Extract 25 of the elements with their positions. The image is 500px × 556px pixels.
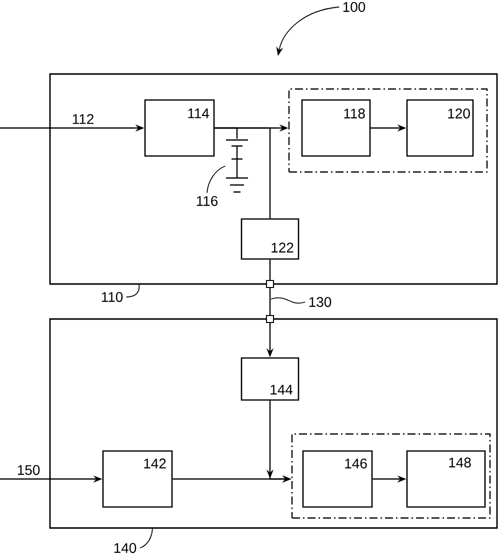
block: 142 <box>102 450 173 508</box>
line <box>214 127 271 218</box>
block: 148 <box>406 450 486 508</box>
leader-line <box>139 528 153 548</box>
battery-symbol <box>225 139 249 193</box>
edge-label: 150 <box>18 465 40 475</box>
enclosure-box <box>49 73 498 285</box>
reference-numeral: 100 <box>343 2 366 12</box>
reference-numeral: 110 <box>102 292 123 302</box>
reference-numeral: 130 <box>309 297 332 307</box>
reference-numeral: 140 <box>114 543 136 553</box>
block: 118 <box>301 99 371 157</box>
block: 120 <box>406 99 474 157</box>
block: 144 <box>240 357 300 401</box>
block: 114 <box>144 99 215 157</box>
reference-numeral: 116 <box>196 196 218 206</box>
edge-label: 112 <box>72 114 94 124</box>
block: 122 <box>240 218 300 260</box>
leader-line <box>270 297 306 304</box>
leader-line <box>126 284 140 298</box>
enclosure-box <box>49 318 498 529</box>
dash-dot-group-box <box>291 433 491 519</box>
block: 146 <box>302 450 373 508</box>
dash-dot-group-box <box>288 88 488 173</box>
leader-line <box>206 166 226 194</box>
